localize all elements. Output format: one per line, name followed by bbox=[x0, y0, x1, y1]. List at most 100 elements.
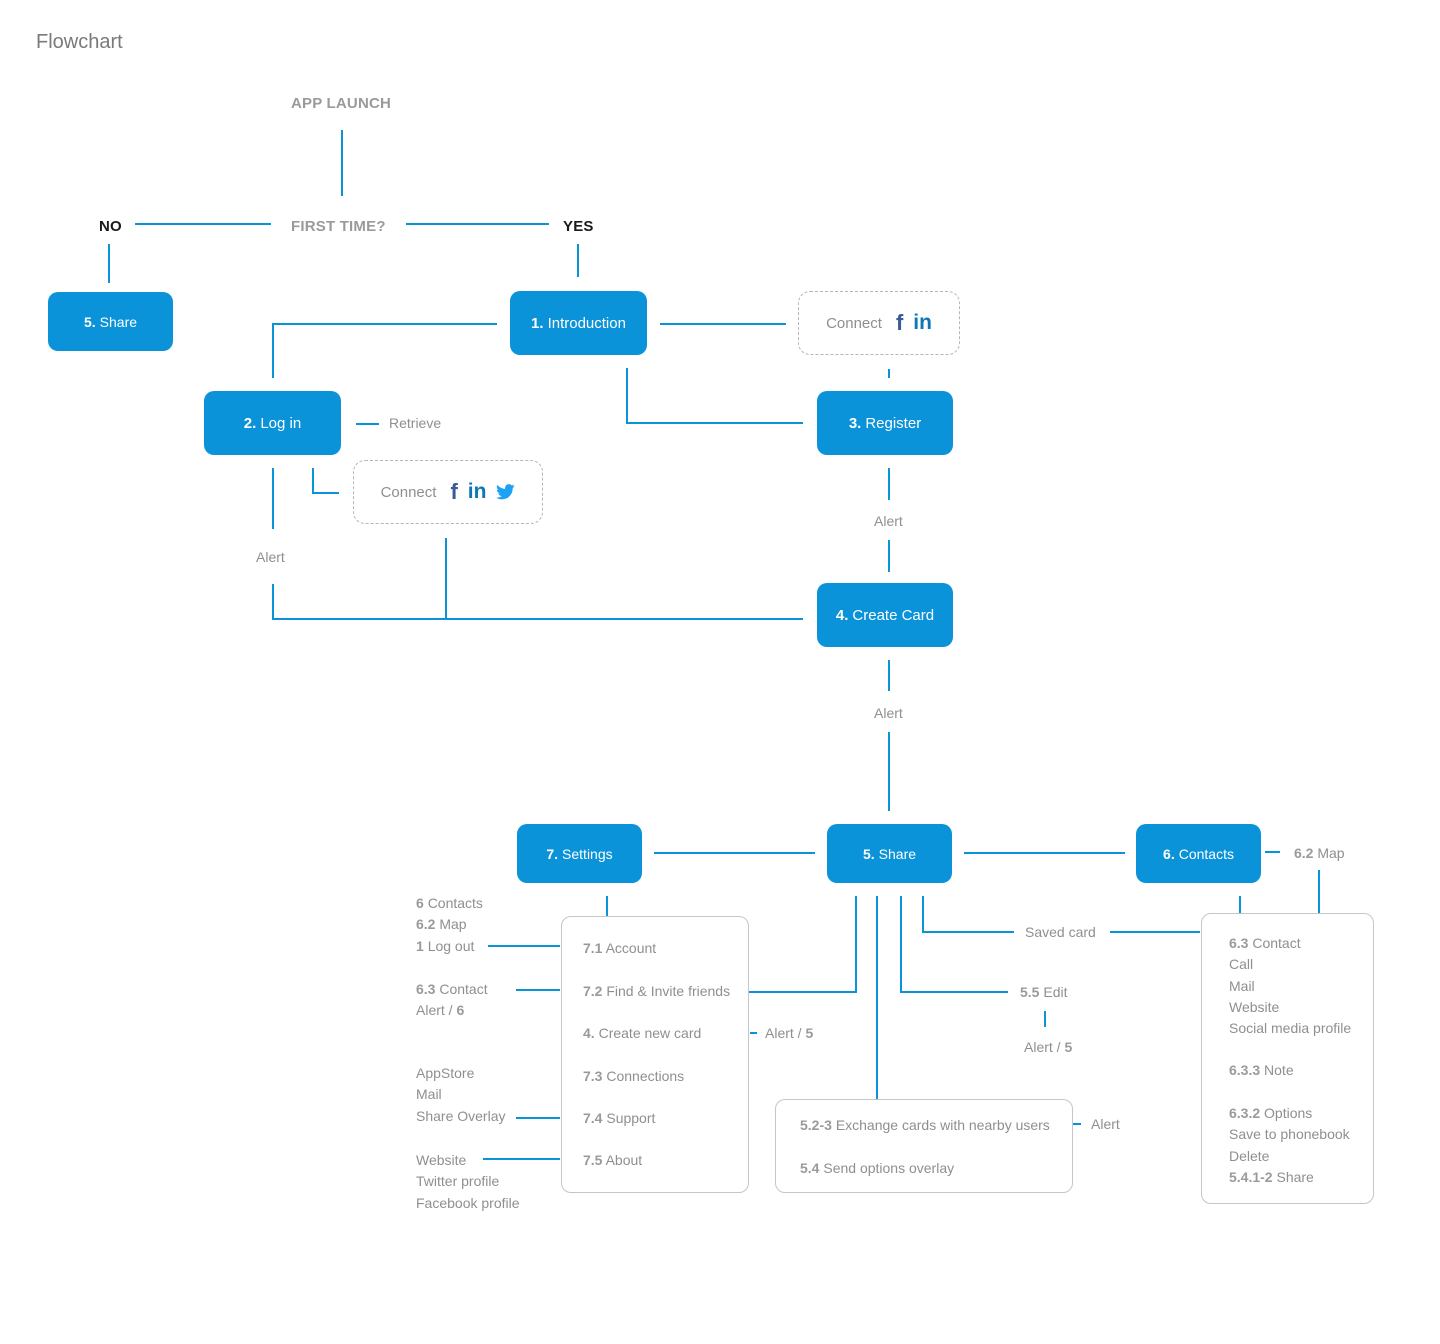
linkedin-icon[interactable]: in bbox=[467, 480, 487, 503]
facebook-icon[interactable]: f bbox=[895, 310, 904, 335]
map-label: 6.2 Map bbox=[1294, 845, 1345, 861]
item-number: 6 bbox=[416, 895, 424, 911]
item-text: Delete bbox=[1229, 1147, 1270, 1164]
saved-card-label: Saved card bbox=[1025, 924, 1096, 940]
item-text: Website bbox=[1229, 998, 1280, 1015]
node-label: Share bbox=[878, 845, 917, 862]
intro-connect-box[interactable]: Connect f in bbox=[798, 291, 960, 355]
map-text: Map bbox=[1317, 845, 1345, 861]
node-number: 6. bbox=[1163, 845, 1175, 862]
contact-item[interactable]: Mail bbox=[1229, 976, 1351, 997]
node-label: Introduction bbox=[547, 314, 626, 332]
item-text: Note bbox=[1264, 1062, 1294, 1078]
settings-item-create-card[interactable]: 4. Create new card bbox=[583, 1025, 701, 1041]
item-number: 6.3 bbox=[416, 981, 436, 997]
login-alert-label: Alert bbox=[256, 549, 285, 565]
exchange-alert-label: Alert bbox=[1091, 1116, 1120, 1132]
side-item: 1 Log out bbox=[416, 936, 483, 957]
item-text: Connections bbox=[606, 1068, 685, 1084]
node-label: Settings bbox=[562, 845, 613, 862]
share-node[interactable]: 5.Share bbox=[827, 824, 952, 883]
item-text: Account bbox=[605, 940, 657, 956]
node-number: 7. bbox=[546, 845, 559, 862]
create-card-alert-label: Alert bbox=[874, 705, 903, 721]
introduction-node[interactable]: 1.Introduction bbox=[510, 291, 647, 355]
node-number: 5. bbox=[862, 845, 875, 862]
login-node[interactable]: 2.Log in bbox=[204, 391, 341, 455]
item-number: 6.3 bbox=[1229, 935, 1249, 951]
settings-item-about[interactable]: 7.5 About bbox=[583, 1152, 642, 1168]
share-item-exchange[interactable]: 5.2-3 Exchange cards with nearby users bbox=[800, 1117, 1050, 1133]
item-text: Find & Invite friends bbox=[606, 983, 731, 999]
item-number: 1 bbox=[416, 937, 424, 954]
contact-item[interactable]: 6.3 Contact bbox=[1229, 933, 1351, 954]
side-item: Website bbox=[416, 1152, 467, 1168]
contact-item[interactable]: Call bbox=[1229, 954, 1351, 975]
item-number: 7.2 bbox=[583, 983, 603, 999]
retrieve-label: Retrieve bbox=[389, 415, 442, 431]
settings-side-group-4: Website Twitter profile Facebook profile bbox=[416, 1150, 520, 1214]
item-text: Contact bbox=[1252, 935, 1301, 951]
contact-item[interactable]: Social media profile bbox=[1229, 1018, 1351, 1039]
contacts-group-2: 6.3.3 Note bbox=[1229, 1060, 1294, 1081]
side-item: 6.3 Contact bbox=[416, 979, 488, 1000]
node-label: Share bbox=[99, 313, 138, 330]
side-item: 6 Contacts bbox=[416, 893, 483, 914]
item-number: 5.2-3 bbox=[800, 1117, 832, 1133]
login-connect-box[interactable]: Connect f in bbox=[353, 460, 543, 524]
settings-item-invite[interactable]: 7.2 Find & Invite friends bbox=[583, 983, 730, 999]
item-text: Support bbox=[606, 1110, 656, 1126]
item-text: Log out bbox=[427, 937, 475, 954]
item-number: 7.3 bbox=[583, 1068, 603, 1084]
yes-caption: YES bbox=[563, 218, 594, 235]
settings-item-account[interactable]: 7.1 Account bbox=[583, 940, 656, 956]
edit-alert-label: Alert / 5 bbox=[1024, 1039, 1072, 1055]
alert-text: Alert / bbox=[765, 1025, 802, 1041]
alert-text: Alert / bbox=[1024, 1039, 1061, 1055]
create-card-node[interactable]: 4.Create Card bbox=[817, 583, 953, 647]
settings-side-group-1: 6 Contacts 6.2 Map 1 Log out bbox=[416, 893, 483, 957]
contact-item[interactable]: Delete bbox=[1229, 1146, 1350, 1167]
share-item-send-options[interactable]: 5.4 Send options overlay bbox=[800, 1160, 954, 1176]
linkedin-icon[interactable]: in bbox=[913, 311, 932, 334]
settings-item-connections[interactable]: 7.3 Connections bbox=[583, 1068, 684, 1084]
item-text: Exchange cards with nearby users bbox=[835, 1117, 1050, 1133]
item-text: Contacts bbox=[427, 895, 483, 911]
side-item: 6.2 Map bbox=[416, 914, 483, 935]
node-number: 4. bbox=[835, 606, 849, 624]
connect-label: Connect bbox=[380, 483, 437, 501]
node-number: 2. bbox=[243, 414, 257, 432]
facebook-icon[interactable]: f bbox=[450, 479, 458, 504]
register-node[interactable]: 3.Register bbox=[817, 391, 953, 455]
item-text: About bbox=[605, 1152, 643, 1168]
connect-label: Connect bbox=[826, 314, 882, 332]
alert-number: 5 bbox=[1064, 1039, 1073, 1055]
page-title: Flowchart bbox=[36, 31, 123, 53]
contact-item[interactable]: Save to phonebook bbox=[1229, 1124, 1350, 1145]
item-number: 4. bbox=[583, 1025, 595, 1041]
item-text: Mail bbox=[1229, 977, 1255, 994]
settings-panel: 7.1 Account 7.2 Find & Invite friends 4.… bbox=[561, 916, 749, 1193]
side-item: Mail bbox=[416, 1086, 442, 1103]
edit-text: Edit bbox=[1043, 984, 1068, 1000]
item-text: Send options overlay bbox=[823, 1160, 955, 1176]
side-item: Twitter profile bbox=[416, 1173, 500, 1190]
contact-item[interactable]: 6.3.2 Options bbox=[1229, 1103, 1350, 1124]
share-panel: 5.2-3 Exchange cards with nearby users 5… bbox=[775, 1099, 1073, 1193]
contact-item[interactable]: 6.3.3 Note bbox=[1229, 1060, 1294, 1081]
node-label: Register bbox=[865, 414, 922, 432]
item-number: 7.4 bbox=[583, 1110, 603, 1126]
twitter-icon[interactable] bbox=[496, 484, 516, 500]
contact-item[interactable]: Website bbox=[1229, 997, 1351, 1018]
map-number: 6.2 bbox=[1294, 845, 1314, 861]
side-item: Share Overlay bbox=[416, 1107, 506, 1124]
share-top-node[interactable]: 5.Share bbox=[48, 292, 173, 351]
contacts-node[interactable]: 6.Contacts bbox=[1136, 824, 1261, 883]
item-text: Options bbox=[1264, 1105, 1313, 1121]
item-number: 6.3.2 bbox=[1229, 1105, 1261, 1121]
settings-item-support[interactable]: 7.4 Support bbox=[583, 1110, 655, 1126]
contact-item[interactable]: 5.4.1-2 Share bbox=[1229, 1167, 1350, 1188]
node-number: 1. bbox=[531, 314, 544, 332]
settings-node[interactable]: 7.Settings bbox=[517, 824, 642, 883]
item-text: Share bbox=[1276, 1168, 1314, 1185]
